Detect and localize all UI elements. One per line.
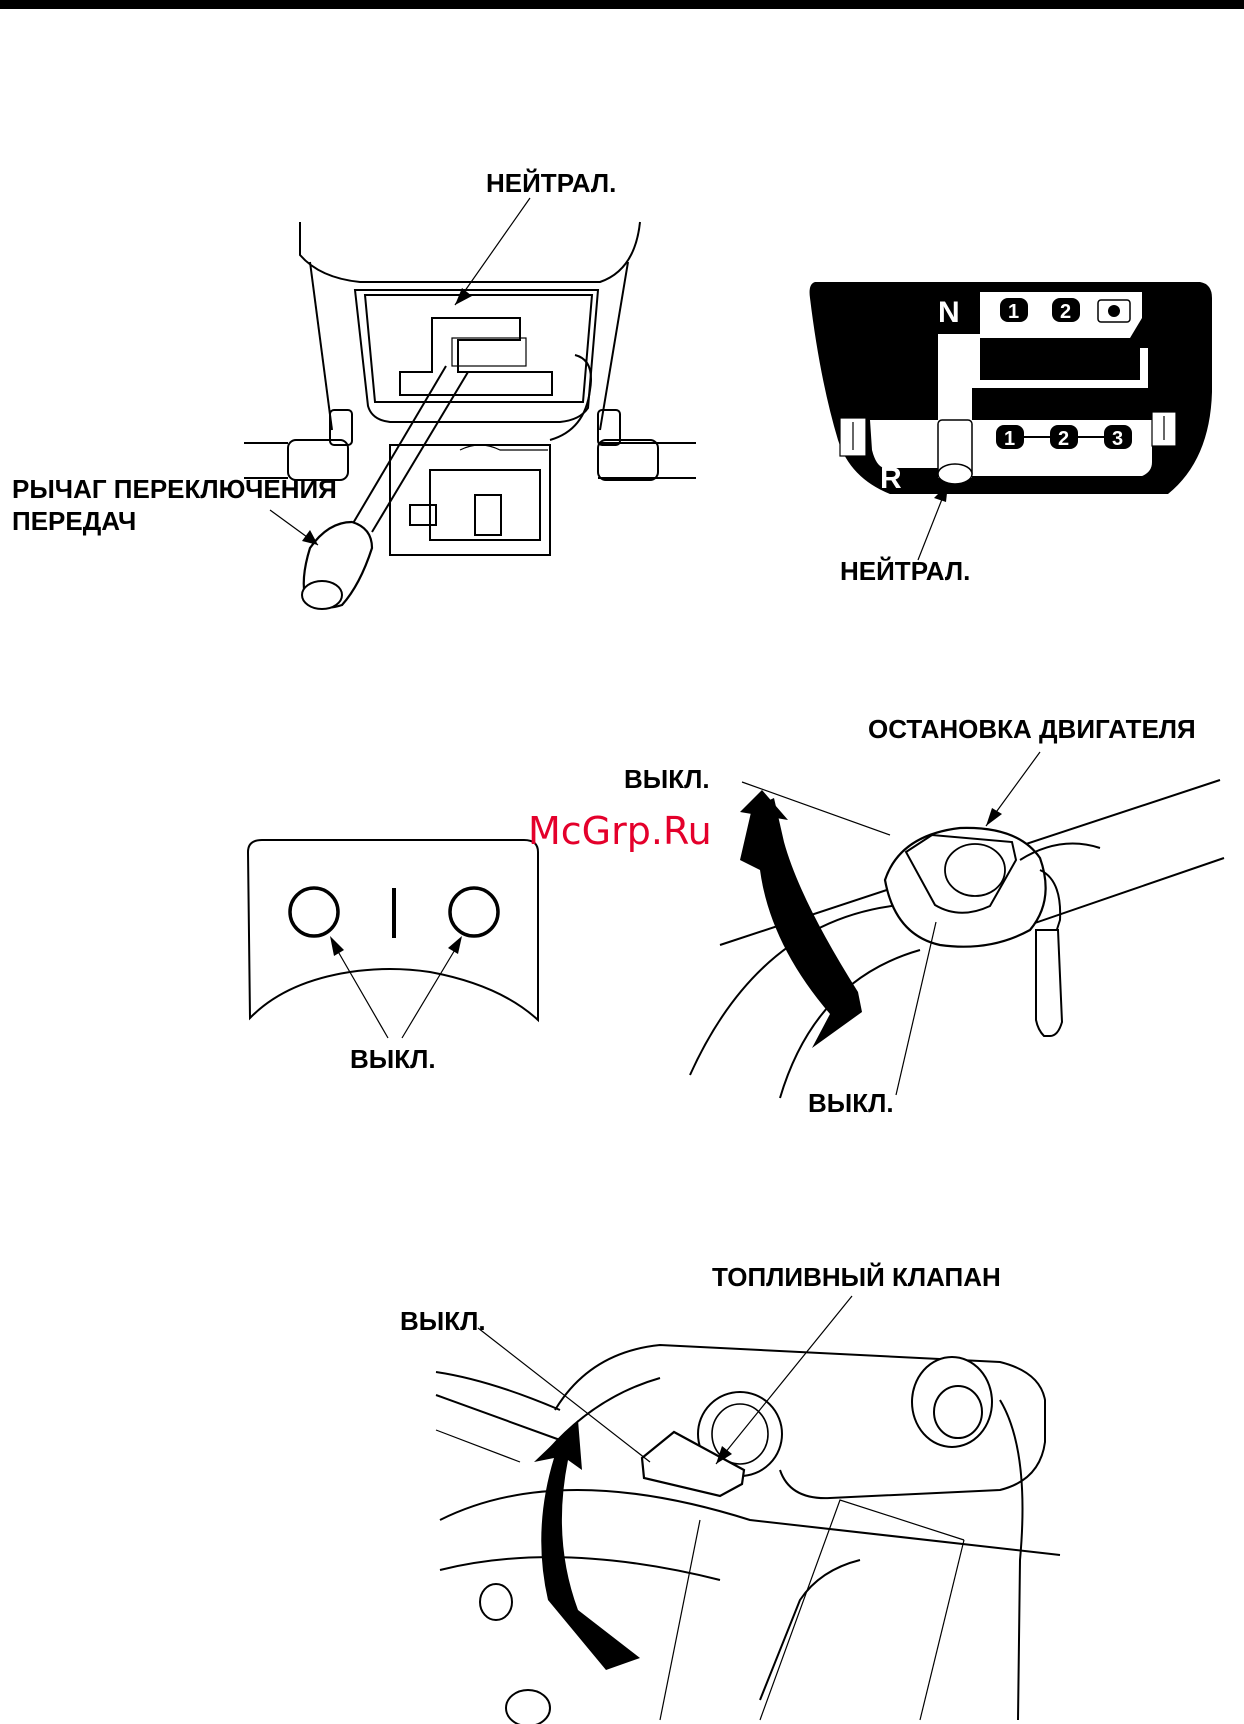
gear-lever-label-line1: РЫЧАГ ПЕРЕКЛЮЧЕНИЯ [12,474,337,504]
figure-switch-panel [248,840,538,1038]
top-rule [0,0,1244,9]
neutral-label-gate: НЕЙТРАЛ. [840,556,970,586]
neutral-label-top: НЕЙТРАЛ. [486,168,616,198]
gate-lo-1: 1 [1004,428,1015,450]
figure-fuel-valve [436,1296,1060,1724]
fuel-valve-label: ТОПЛИВНЫЙ КЛАПАН [712,1262,1001,1292]
off-label-switch-bottom: ВЫКЛ. [808,1088,894,1118]
figure-gear-lever [244,198,696,609]
watermark: McGrp.Ru [528,809,712,853]
gate-n-letter: N [938,296,960,329]
off-label-panel: ВЫКЛ. [350,1044,436,1074]
gate-lo-3: 3 [1112,428,1123,450]
figure-engine-stop [690,752,1224,1098]
figure-gate-plate [810,282,1212,560]
off-label-fuel: ВЫКЛ. [400,1306,486,1336]
gate-hi-2: 2 [1060,301,1071,323]
gate-r-letter: R [880,462,902,495]
gate-lo-2: 2 [1058,428,1069,450]
off-label-switch-top: ВЫКЛ. [624,764,710,794]
gate-hi-1: 1 [1008,301,1019,323]
gear-lever-label-line2: ПЕРЕДАЧ [12,506,136,536]
engine-stop-label: ОСТАНОВКА ДВИГАТЕЛЯ [868,714,1196,744]
